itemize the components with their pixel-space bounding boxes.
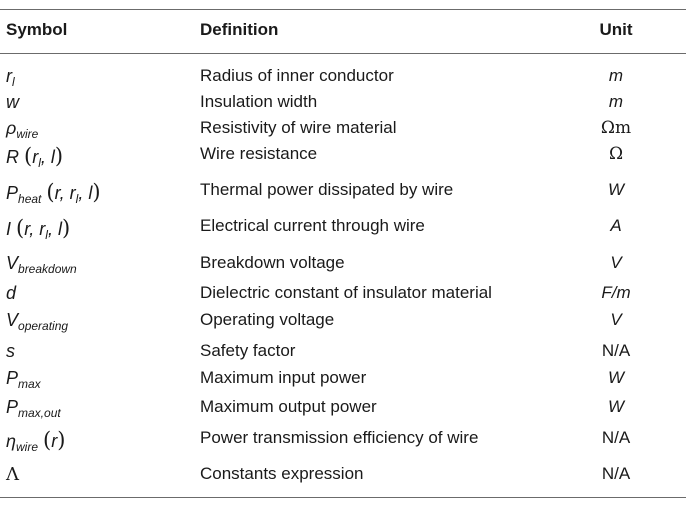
symbol-cell: Vbreakdown [6, 253, 77, 276]
table-row: R (rl, l) Wire resistance Ω [0, 144, 686, 170]
header-symbol: Symbol [6, 20, 68, 39]
table-row: w Insulation width m [0, 92, 686, 118]
unit-cell: Ωm [600, 118, 632, 138]
table-row: I (r, rl, l) Electrical current through … [0, 216, 686, 242]
header-unit: Unit [599, 20, 633, 39]
table-row: Pmax,out Maximum output power W [0, 397, 686, 423]
table-header-rule [0, 53, 686, 54]
symbol-cell: ρwire [6, 118, 39, 141]
table-bottom-rule [0, 497, 686, 498]
unit-cell: m [608, 66, 624, 85]
table-row: Voperating Operating voltage V [0, 310, 686, 336]
definition-cell: Breakdown voltage [200, 253, 345, 272]
definition-cell: Wire resistance [200, 144, 318, 163]
table-row: rl Radius of inner conductor m [0, 66, 686, 92]
table-row: Vbreakdown Breakdown voltage V [0, 253, 686, 279]
definition-cell: Resistivity of wire material [200, 118, 397, 137]
symbol-cell: w [6, 92, 19, 112]
definition-cell: Maximum output power [200, 397, 377, 416]
table-row: Λ Constants expression N/A [0, 464, 686, 490]
table-top-rule [0, 9, 686, 10]
definition-cell: Constants expression [200, 464, 364, 483]
symbol-cell: R (rl, l) [6, 144, 64, 170]
definition-cell: Electrical current through wire [200, 216, 425, 235]
definition-cell: Thermal power dissipated by wire [200, 180, 454, 199]
header-definition: Definition [200, 20, 279, 39]
table-row: d Dielectric constant of insulator mater… [0, 283, 686, 309]
table-row: s Safety factor N/A [0, 341, 686, 367]
definition-cell: Radius of inner conductor [200, 66, 394, 85]
unit-cell: V [610, 253, 622, 272]
table-row: Pmax Maximum input power W [0, 368, 686, 394]
symbol-cell: Pmax,out [6, 397, 61, 420]
unit-cell: W [607, 180, 625, 199]
unit-cell: F/m [601, 283, 631, 302]
unit-cell: N/A [601, 341, 631, 360]
table-row: ρwire Resistivity of wire material Ωm [0, 118, 686, 144]
symbol-cell: Λ [6, 464, 19, 485]
symbol-cell: Pheat (r, rl, l) [6, 180, 101, 206]
definition-cell: Maximum input power [200, 368, 367, 387]
definition-cell: Power transmission efficiency of wire [200, 428, 479, 447]
definition-cell: Safety factor [200, 341, 296, 360]
symbol-cell: s [6, 341, 15, 361]
definition-cell: Insulation width [200, 92, 318, 111]
unit-cell: A [610, 216, 622, 235]
table-row: ηwire (r) Power transmission efficiency … [0, 428, 686, 454]
symbol-cell: I (r, rl, l) [6, 216, 71, 242]
symbol-cell: Voperating [6, 310, 69, 333]
symbol-cell: d [6, 283, 17, 303]
symbol-cell: ηwire (r) [6, 428, 66, 454]
unit-cell: W [607, 368, 625, 387]
unit-cell: Ω [608, 144, 624, 164]
unit-cell: N/A [601, 464, 631, 483]
definition-cell: Dielectric constant of insulator materia… [200, 283, 492, 302]
definition-cell: Operating voltage [200, 310, 335, 329]
unit-cell: W [607, 397, 625, 416]
symbol-cell: rl [6, 66, 15, 89]
unit-cell: m [608, 92, 624, 111]
unit-cell: N/A [601, 428, 631, 447]
unit-cell: V [610, 310, 622, 329]
table-row: Pheat (r, rl, l) Thermal power dissipate… [0, 180, 686, 206]
symbol-cell: Pmax [6, 368, 41, 391]
